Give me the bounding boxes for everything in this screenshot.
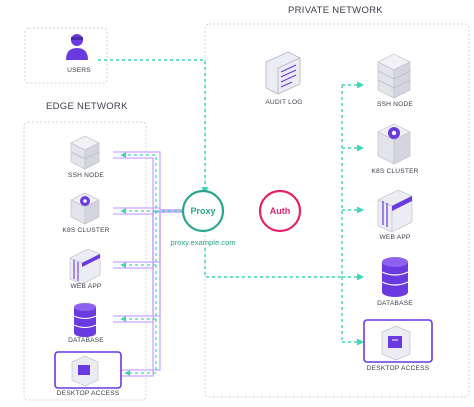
edge-web-app-icon <box>69 248 101 285</box>
desktop-access-icon <box>363 319 433 363</box>
user-icon <box>66 34 88 60</box>
edge-ssh-node-label: SSH NODE <box>67 172 105 179</box>
users-to-proxy-line <box>98 59 209 195</box>
database-icon <box>381 257 409 297</box>
proxy-to-private-line <box>204 248 342 278</box>
users-label: USERS <box>67 67 91 74</box>
proxy-label: Proxy <box>190 206 216 216</box>
k8s-cluster-label: K8S CLUSTER <box>371 168 419 175</box>
database-label: DATABASE <box>377 300 413 307</box>
auth-label: Auth <box>269 206 291 216</box>
web-app-label: WEB APP <box>379 234 411 241</box>
k8s-cluster-icon <box>377 123 411 165</box>
audit-log-icon <box>265 51 301 95</box>
auth-node <box>258 189 302 233</box>
edge-desktop-access-label: DESKTOP ACCESS <box>56 390 120 397</box>
private-network-title: PRIVATE NETWORK <box>288 5 383 16</box>
desktop-access-label: DESKTOP ACCESS <box>366 365 430 372</box>
edge-database-icon <box>73 303 97 337</box>
edge-tunnel-lines <box>113 151 183 377</box>
edge-network-region <box>23 121 147 401</box>
edge-k8s-cluster-icon <box>70 192 100 225</box>
users-region <box>24 27 108 84</box>
edge-web-app-label: WEB APP <box>70 283 102 290</box>
ssh-node-icon <box>377 53 411 99</box>
edge-desktop-access-icon <box>54 351 122 389</box>
edge-database-label: DATABASE <box>68 337 104 344</box>
edge-network-title: EDGE NETWORK <box>46 101 128 112</box>
ssh-node-label: SSH NODE <box>376 101 414 108</box>
edge-ssh-node-icon <box>70 135 100 170</box>
edge-teal-lines <box>120 152 183 376</box>
edge-k8s-cluster-label: K8S CLUSTER <box>62 227 110 234</box>
proxy-url: proxy.example.com <box>170 238 236 247</box>
web-app-icon <box>377 189 413 233</box>
audit-log-label: AUDIT LOG <box>265 99 303 106</box>
proxy-node <box>181 189 225 233</box>
